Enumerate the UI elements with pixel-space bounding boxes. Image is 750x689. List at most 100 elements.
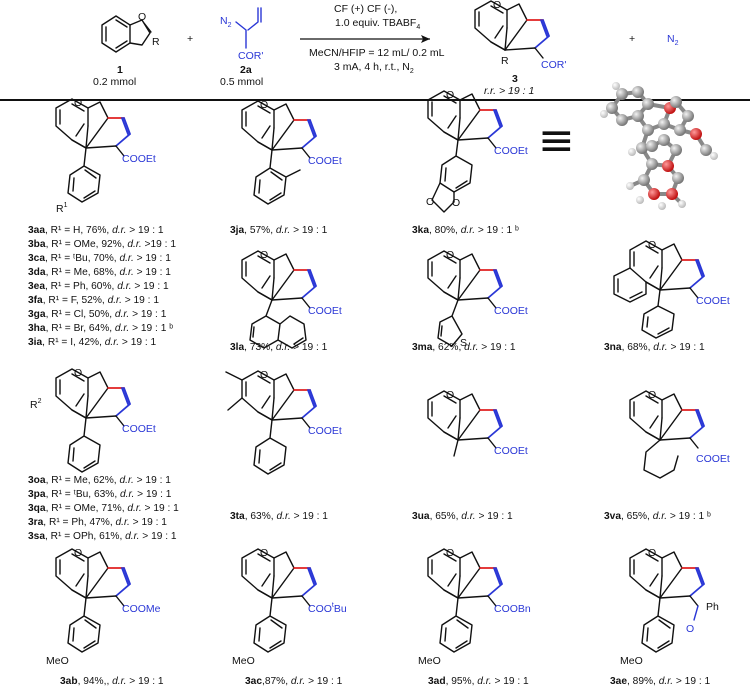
compound-label-3na: 3na, 68%, d.r. > 19 : 1 [604, 342, 705, 353]
compound-label-3oa: 3oa, R¹ = Me, 62%, d.r. > 19 : 1 [28, 475, 171, 486]
svg-text:COOEt: COOEt [308, 425, 342, 437]
compound-label-3ta: 3ta, 63%, d.r. > 19 : 1 [230, 511, 328, 522]
compound-list-group-1: 3aa, R¹ = H, 76%, d.r. > 19 : 1 3ba, R¹ … [28, 225, 176, 348]
svg-text:O: O [74, 367, 82, 379]
compound-label-3aa: 3aa, R¹ = H, 76%, d.r. > 19 : 1 [28, 225, 164, 236]
svg-text:O: O [260, 249, 268, 261]
svg-text:COOEt: COOEt [696, 453, 730, 465]
svg-text:O: O [648, 239, 656, 251]
compound-label-3da: 3da, R¹ = Me, 68%, d.r. > 19 : 1 [28, 267, 171, 278]
compound-label-3ae: 3ae, 89%, d.r. > 19 : 1 [610, 676, 710, 687]
reaction-arrowhead [421, 35, 430, 43]
compound-label-3ka: 3ka, 80%, d.r. > 19 : 1 ᵇ [412, 225, 519, 236]
svg-text:COOEt: COOEt [308, 305, 342, 317]
compound-label-3ba: 3ba, R¹ = OMe, 92%, d.r. >19 : 1 [28, 239, 176, 250]
compound-label-3sa: 3sa, R¹ = OPh, 61%, d.r. > 19 : 1 [28, 531, 177, 542]
diazo-n2-label: N2 [220, 15, 232, 29]
svg-text:O: O [648, 547, 656, 559]
structure-3na: O COOEt [613, 239, 730, 339]
svg-text:Ph: Ph [706, 601, 719, 613]
svg-text:O: O [260, 369, 268, 381]
structure-3ja: O COOEt [241, 99, 342, 205]
oxygen-label: O [138, 11, 146, 23]
conditions-line-1: CF (+) CF (-), [334, 3, 397, 15]
compound-label-3ua: 3ua, 65%, d.r. > 19 : 1 [412, 511, 513, 522]
plus-sign-1: + [187, 33, 193, 45]
compound-label-3ra: 3ra, R¹ = Ph, 47%, d.r. > 19 : 1 [28, 517, 167, 528]
structure-3ka: O O O COOEt [426, 89, 528, 213]
compound-label-3ja: 3ja, 57%, d.r. > 19 : 1 [230, 225, 328, 236]
svg-text:O: O [648, 389, 656, 401]
compound-label-3ia: 3ia, R¹ = I, 42%, d.r. > 19 : 1 [28, 337, 157, 348]
conditions-line-2: 1.0 equiv. TBABF4 [335, 17, 420, 31]
svg-text:O: O [446, 389, 454, 401]
svg-text:MeO: MeO [232, 655, 255, 667]
reagent-2-amount: 0.5 mmol [220, 76, 263, 88]
r2-label: R2 [30, 398, 42, 411]
ester-label: COOEt [122, 153, 156, 165]
conditions-line-3: MeCN/HFIP = 12 mL/ 0.2 mL [309, 47, 445, 59]
structure-3la: O COOEt [241, 249, 342, 349]
regio-ratio: r.r. > 19 : 1 [484, 85, 534, 97]
svg-text:COOEt: COOEt [494, 305, 528, 317]
svg-text:COOEt: COOEt [494, 145, 528, 157]
structure-3ad: O COOBn MeO [418, 547, 531, 667]
compound-label-3ga: 3ga, R¹ = Cl, 50%, d.r. > 19 : 1 [28, 309, 167, 320]
svg-text:O: O [260, 99, 268, 111]
product-number: 3 [512, 73, 518, 85]
svg-text:COOMe: COOMe [122, 603, 161, 615]
oxygen-label: O [493, 0, 501, 11]
reagent-1-structure: O R [101, 11, 160, 53]
svg-text:O: O [260, 547, 268, 559]
compound-label-3ac: 3ac,87%, d.r. > 19 : 1 [245, 676, 343, 687]
product-3-structure: O R COR' [474, 0, 566, 71]
structure-3ac: O COOtBu MeO [232, 547, 347, 667]
nitrogen-byproduct: N2 [667, 33, 679, 47]
compound-list-group-2: 3oa, R¹ = Me, 62%, d.r. > 19 : 1 3pa, R¹… [28, 475, 179, 542]
svg-text:COOEt: COOEt [308, 155, 342, 167]
svg-text:O: O [686, 623, 694, 635]
svg-text:O: O [446, 249, 454, 261]
compound-label-3ab: 3ab, 94%,, d.r. > 19 : 1 [60, 676, 164, 687]
compound-label-3pa: 3pa, R¹ = ᵗBu, 63%, d.r. > 19 : 1 [28, 489, 172, 500]
structure-3va: O COOEt [629, 389, 730, 479]
reagent-1-number: 1 [117, 64, 123, 76]
r-substituent-label: R [501, 55, 509, 67]
svg-text:MeO: MeO [418, 655, 441, 667]
reagent-2-ketone-label: COR' [238, 50, 263, 62]
svg-text:COOEt: COOEt [494, 445, 528, 457]
svg-text:COOEt: COOEt [696, 295, 730, 307]
conditions-line-4: 3 mA, 4 h, r.t., N2 [334, 61, 414, 75]
svg-text:S: S [460, 337, 467, 349]
compound-label-3qa: 3qa, R¹ = OMe, 71%, d.r. > 19 : 1 [28, 503, 179, 514]
svg-text:O: O [446, 89, 454, 101]
structure-3ta: O COOEt [225, 369, 342, 475]
svg-text:O: O [426, 196, 434, 208]
reagent-2-structure: N2 COR' [220, 7, 263, 62]
compound-label-3la: 3la, 73%, d.r. > 19 : 1 [230, 342, 328, 353]
svg-text:O: O [452, 197, 460, 209]
structure-3aa-series: O COOEt R1 [55, 97, 156, 215]
crystal-structure-image [600, 82, 718, 210]
reagent-1-amount: 0.2 mmol [93, 76, 136, 88]
structure-3ab: O COOMe MeO [46, 547, 161, 667]
compound-label-3fa: 3fa, R¹ = F, 52%, d.r. > 19 : 1 [28, 295, 159, 306]
svg-text:O: O [446, 547, 454, 559]
compound-label-3ca: 3ca, R¹ = ᵗBu, 70%, d.r. > 19 : 1 [28, 253, 171, 264]
compound-label-3ma: 3ma, 62%, d.r. > 19 : 1 [412, 342, 516, 353]
scheme-header: O R 1 0.2 mmol + N2 COR' 2a 0.5 mmol CF … [93, 0, 679, 97]
structure-3ae: O O Ph MeO [620, 547, 719, 667]
svg-text:COOBn: COOBn [494, 603, 531, 615]
equivalence-sign: ≡ [538, 115, 575, 166]
plus-sign-2: + [629, 33, 635, 45]
svg-text:MeO: MeO [46, 655, 69, 667]
oxygen-label: O [74, 97, 82, 109]
compound-label-3ea: 3ea, R¹ = Ph, 60%, d.r. > 19 : 1 [28, 281, 169, 292]
svg-text:COOtBu: COOtBu [308, 602, 347, 615]
compound-label-3va: 3va, 65%, d.r. > 19 : 1 ᵇ [604, 511, 711, 522]
svg-text:COOEt: COOEt [122, 423, 156, 435]
compound-label-3ad: 3ad, 95%, d.r. > 19 : 1 [428, 676, 529, 687]
reagent-2-number: 2a [240, 64, 252, 76]
r-substituent-label: R [152, 36, 160, 48]
